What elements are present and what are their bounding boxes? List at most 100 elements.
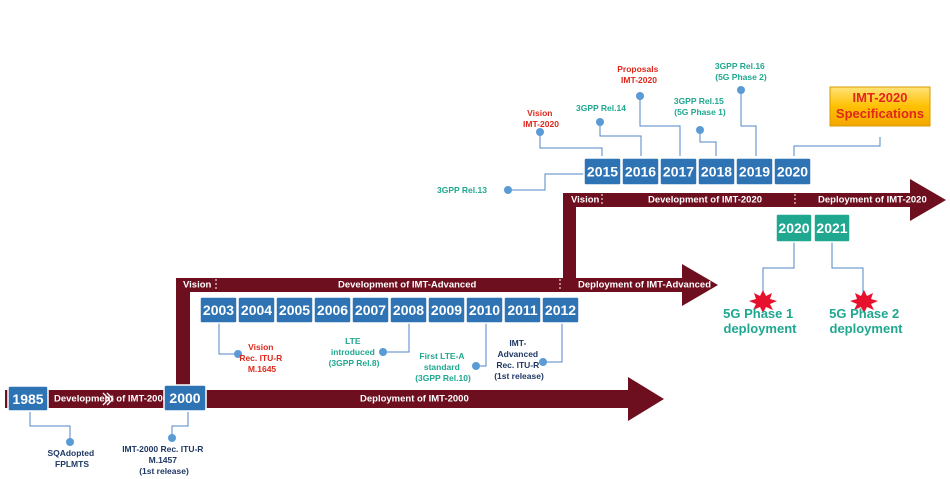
connector-2010 — [476, 322, 487, 367]
connector-rel15 — [699, 130, 717, 156]
year-box: 2011 — [503, 296, 542, 324]
svg-text:2018: 2018 — [701, 164, 732, 180]
svg-text:2009: 2009 — [431, 302, 462, 318]
connector-phase2 — [831, 241, 864, 294]
band-dev-imt-2020: Development of IMT-2020 — [648, 195, 762, 206]
dot — [504, 186, 512, 194]
year-box: 2020 — [775, 213, 813, 243]
svg-text:2015: 2015 — [587, 164, 618, 180]
imt-advanced-arrow — [176, 264, 718, 306]
connector-2008 — [384, 322, 410, 353]
svg-text:Specifications: Specifications — [836, 106, 924, 121]
dot — [234, 350, 242, 358]
dot — [66, 438, 74, 446]
dot — [379, 348, 387, 356]
year-box: 2019 — [735, 157, 774, 186]
connector-dots — [66, 86, 745, 446]
annotation-2003: Vision Rec. ITU-R M.1645 — [239, 342, 284, 374]
imt-2000-arrow — [5, 377, 664, 421]
years-advanced-row: 2003 2004 2005 2006 2007 2008 2009 2010 … — [199, 296, 580, 324]
year-box: 2015 — [583, 157, 622, 186]
connector-rel13 — [508, 173, 592, 191]
svg-text:2021: 2021 — [816, 220, 847, 236]
svg-text:IMT-2020: IMT-2020 — [853, 90, 908, 105]
connector-vision2020 — [539, 132, 603, 156]
burst-icon — [850, 290, 878, 313]
svg-text:2012: 2012 — [545, 302, 576, 318]
annotation-rel14: 3GPP Rel.14 — [576, 103, 626, 113]
connector-2000 — [171, 412, 189, 436]
year-box: 2004 — [237, 296, 276, 324]
connector-2003 — [218, 322, 238, 355]
annotation-2000: IMT-2000 Rec. ITU-R M.1457 (1st release) — [122, 444, 206, 476]
imt-2020-arrow — [563, 179, 946, 221]
phase1-deployment: 5G Phase 1 deployment — [723, 306, 797, 336]
connector-rel16 — [740, 90, 757, 156]
dot — [536, 128, 544, 136]
year-2000-box: 2000 — [163, 384, 207, 412]
band-dev-imt-advanced: Development of IMT-Advanced — [338, 280, 476, 291]
year-box: 2017 — [659, 157, 698, 186]
annotation-2010: First LTE-A standard (3GPP Rel.10) — [415, 351, 471, 383]
band-dev-imt-2000: Development of IMT-2000 — [54, 394, 168, 405]
connector-phase1 — [762, 241, 795, 294]
burst-icon — [749, 290, 777, 313]
annotation-2012: IMT- Advanced Rec. ITU-R (1st release) — [494, 338, 544, 381]
svg-text:2011: 2011 — [507, 302, 538, 318]
year-box: 2021 — [813, 213, 851, 243]
dot — [539, 358, 547, 366]
years-deploy-row: 2020 2021 — [775, 213, 851, 243]
year-box: 2009 — [427, 296, 466, 324]
imt-2020-stem — [563, 193, 576, 286]
dot — [696, 126, 704, 134]
connector-2012 — [544, 322, 563, 363]
dot — [168, 434, 176, 442]
svg-text:2017: 2017 — [663, 164, 694, 180]
year-1985-box: 1985 — [7, 385, 49, 412]
imt-advanced-stem — [176, 278, 190, 398]
year-box: 2008 — [389, 296, 428, 324]
svg-text:2010: 2010 — [469, 302, 500, 318]
year-box: 2005 — [275, 296, 314, 324]
annotation-rel15: 3GPP Rel.15 (5G Phase 1) — [674, 96, 726, 117]
svg-text:2004: 2004 — [241, 302, 272, 318]
dot — [737, 86, 745, 94]
svg-text:2020: 2020 — [778, 220, 809, 236]
svg-text:2006: 2006 — [317, 302, 348, 318]
year-box: 2016 — [621, 157, 660, 186]
years-2020-row: 2015 2016 2017 2018 2019 2020 — [583, 157, 812, 186]
connectors — [29, 90, 881, 440]
svg-text:2000: 2000 — [169, 390, 200, 406]
phase2-deployment: 5G Phase 2 deployment — [829, 306, 903, 336]
band-vision-advanced: Vision — [183, 280, 212, 291]
annotation-rel13: 3GPP Rel.13 — [437, 185, 487, 195]
svg-text:2005: 2005 — [279, 302, 310, 318]
svg-text:2019: 2019 — [739, 164, 770, 180]
connector-rel14 — [599, 122, 642, 156]
dot — [636, 92, 644, 100]
connector-proposals — [639, 96, 681, 156]
year-box: 2012 — [541, 296, 580, 324]
year-box: 2020 — [773, 157, 812, 186]
annotation-proposals: Proposals IMT-2020 — [617, 64, 660, 85]
year-box: 2018 — [697, 157, 736, 186]
annotation-1985: SQAdopted FPLMTS — [47, 448, 96, 469]
chevron-right-icon — [106, 392, 114, 406]
dot — [472, 362, 480, 370]
chevron-right-icon — [102, 392, 110, 406]
band-dep-imt-advanced: Deployment of IMT-Advanced — [578, 280, 711, 291]
year-box: 2007 — [351, 296, 390, 324]
band-vision-2020: Vision — [571, 195, 600, 206]
year-box: 2010 — [465, 296, 504, 324]
band-dep-imt-2000: Deployment of IMT-2000 — [360, 394, 469, 405]
svg-text:1985: 1985 — [12, 391, 43, 407]
connector-1985 — [29, 412, 71, 440]
annotation-2008: LTE introduced (3GPP Rel.8) — [329, 336, 380, 368]
svg-text:2007: 2007 — [355, 302, 386, 318]
svg-text:2003: 2003 — [203, 302, 234, 318]
annotation-vision-2020: Vision IMT-2020 — [523, 108, 559, 129]
svg-text:2016: 2016 — [625, 164, 656, 180]
svg-text:2008: 2008 — [393, 302, 424, 318]
year-box: 2006 — [313, 296, 352, 324]
dot — [596, 118, 604, 126]
